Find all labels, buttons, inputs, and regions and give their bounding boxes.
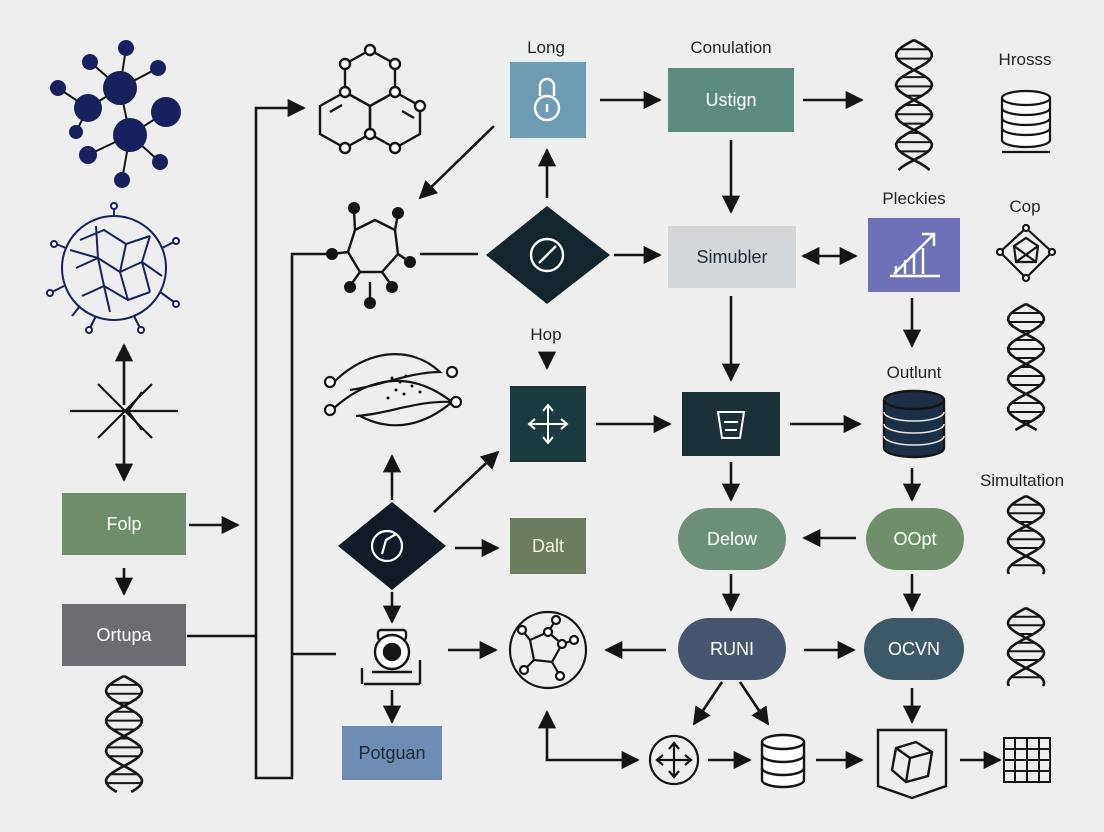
database-stack-icon [882,389,946,459]
network-circle-icon [508,610,588,690]
dna-helix-icon [1006,606,1046,687]
grid-table-icon [1003,737,1051,783]
node-runi[interactable]: RUNI [678,618,786,680]
cube-shield-icon [876,728,948,800]
node-folp[interactable]: Folp [62,493,186,555]
label-hop: Hop [530,325,562,344]
bracket-line [187,252,330,780]
move-arrows-icon [510,386,586,462]
label-conulation: Conulation [690,38,772,57]
molecule-network-icon [50,40,181,188]
flowing-streams-icon [323,353,463,427]
lock-icon [533,77,561,122]
node-simubler[interactable]: Simubler [668,226,796,288]
label-long: Long [527,38,565,57]
dna-helix-icon [1006,494,1046,575]
arrow-lock-ring [418,125,495,200]
node-oopt[interactable]: OOpt [866,508,964,570]
funnel-box-icon [682,392,780,456]
crystal-icon [995,223,1057,283]
label-pleckies: Pleckies [882,189,946,208]
node-delow[interactable]: Delow [678,508,786,570]
label-outlunt: Outlunt [886,363,942,382]
node-ortupa[interactable]: Ortupa [62,604,186,666]
star-cross-icon [70,383,178,439]
dna-helix-icon [104,674,144,794]
arrow-network-move [537,710,640,770]
label-cop: Cop [1009,197,1041,216]
arrow-runi-split-right [738,681,770,726]
arrow-to-hexagon [254,98,306,636]
dna-helix-icon [894,38,934,172]
lock-node [510,62,586,138]
node-ocvn[interactable]: OCVN [864,618,964,680]
connectors [114,90,1002,780]
label-hrosss: Hrosss [998,50,1052,69]
arrow-runi-split-left [692,681,724,726]
node-ustign[interactable]: Ustign [668,68,794,132]
gauge-diamond-icon [486,206,610,304]
microscope-icon [360,628,422,686]
database-stack-icon [760,733,806,789]
compass-diamond-icon [338,502,446,590]
node-dalt[interactable]: Dalt [510,518,586,574]
arrow-compass-move [433,450,500,513]
globe-network-icon [46,202,180,334]
growth-chart-icon [868,218,960,292]
hexagon-ring-icon [318,43,427,155]
database-stack-icon [1000,89,1052,154]
node-potguan[interactable]: Potguan [342,726,442,780]
move-circle-icon [648,734,700,786]
dna-helix-icon [1006,302,1046,432]
ring-molecule-icon [326,202,416,309]
label-simultation: Simultation [979,471,1065,490]
